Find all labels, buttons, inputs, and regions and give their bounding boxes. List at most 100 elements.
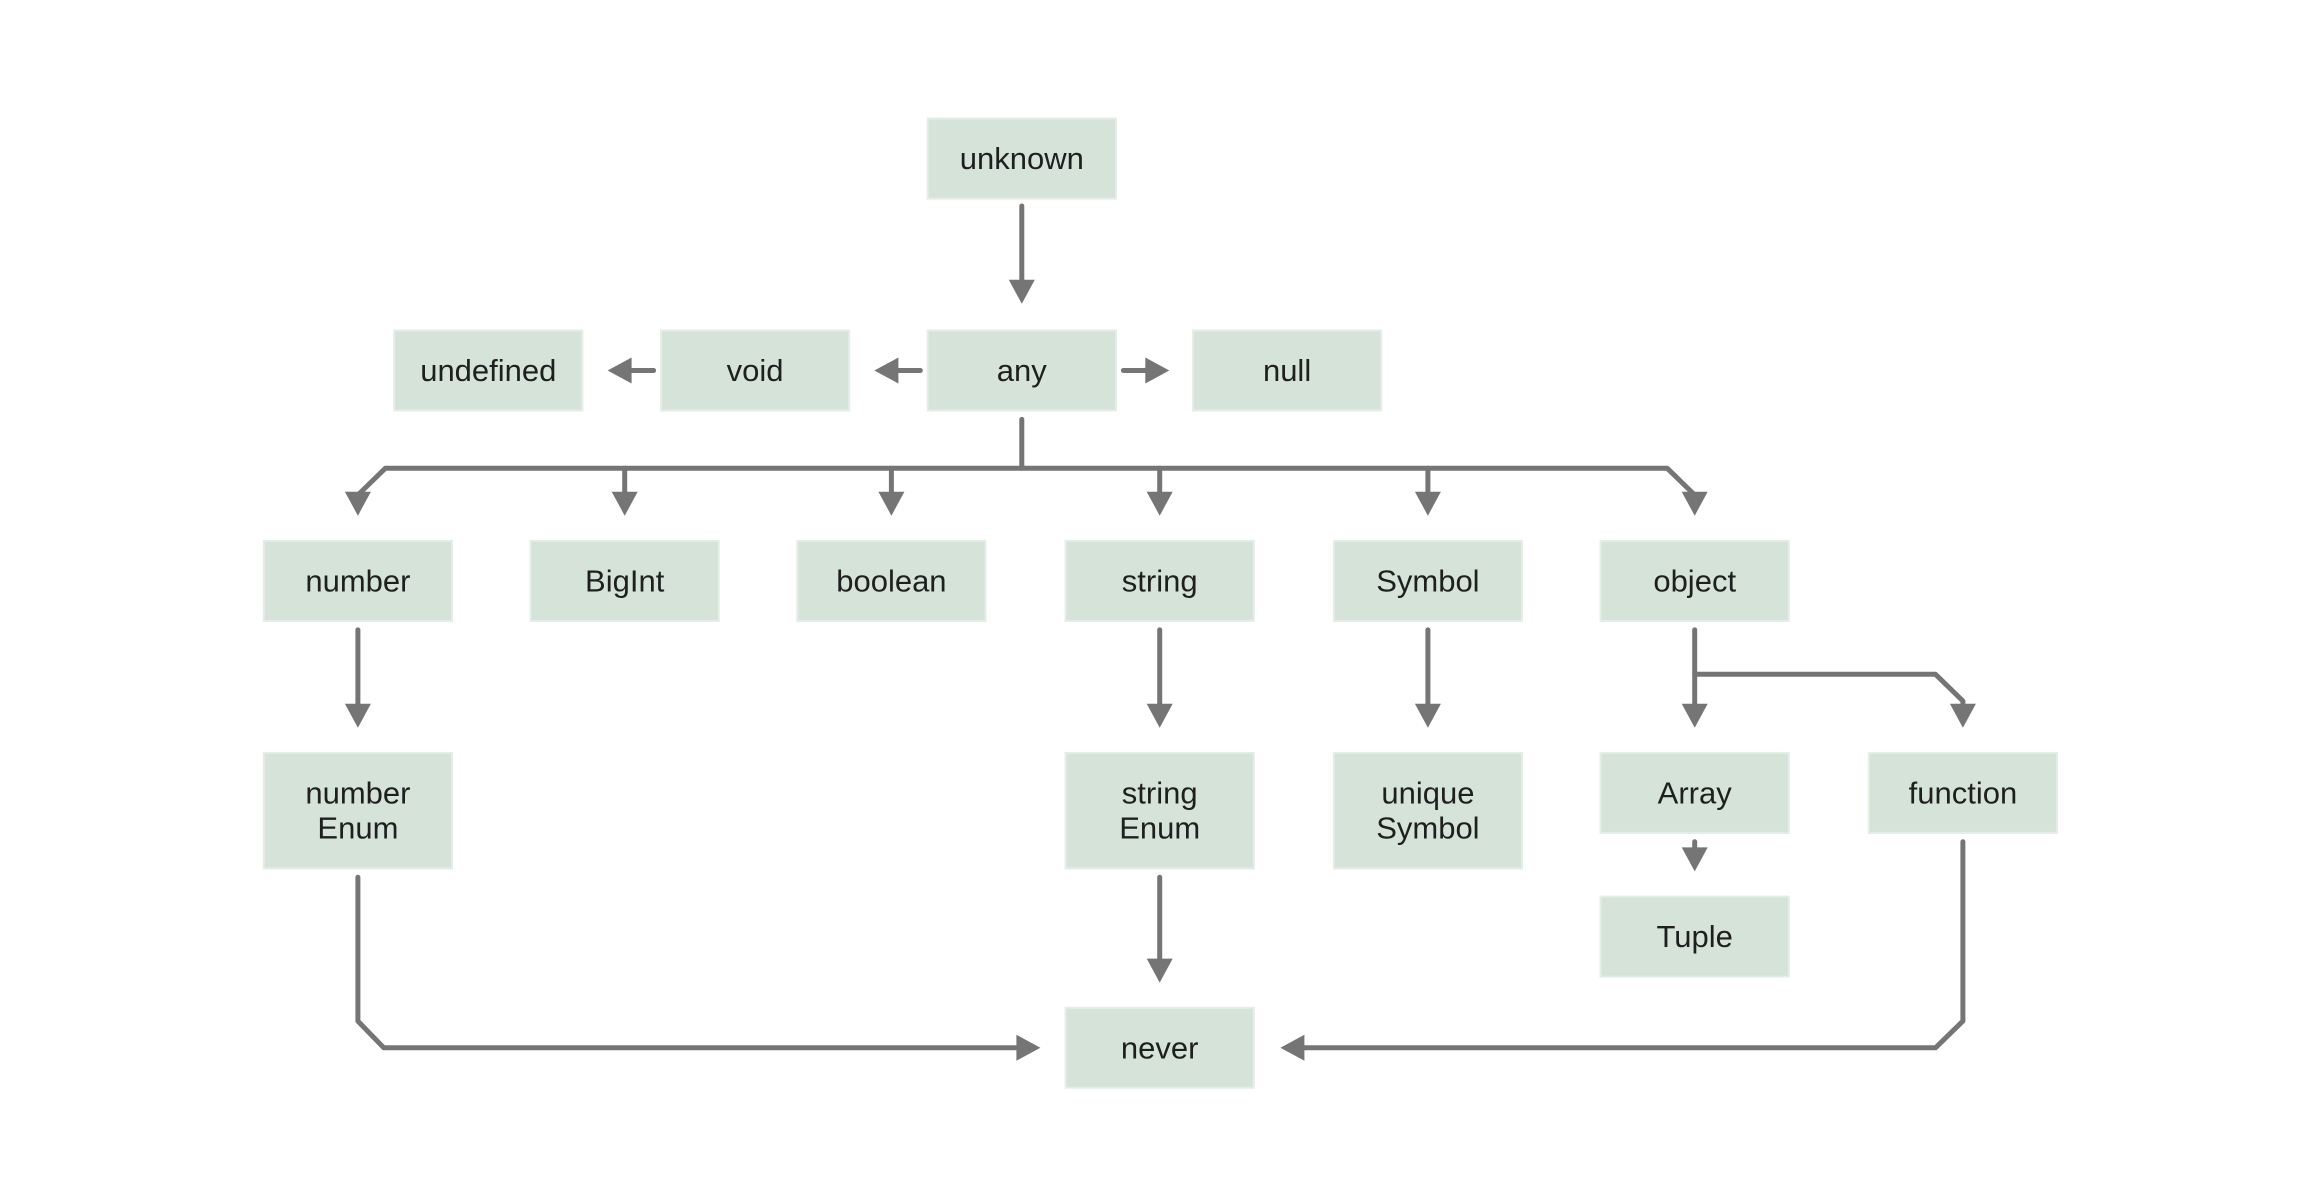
arrow-head <box>1146 703 1173 728</box>
node-box <box>1332 539 1524 622</box>
node-never: never <box>1064 1006 1255 1089</box>
node-box <box>1332 751 1524 870</box>
node-label: void <box>727 353 784 388</box>
nodes-layer: unknown any void undefined null number BigInt b… <box>262 117 2059 1089</box>
node-label: string <box>1122 776 1198 811</box>
node-label: function <box>1909 775 2018 810</box>
node-box <box>1192 329 1383 412</box>
edge-line <box>1297 839 1966 1051</box>
node-box <box>1064 751 1255 870</box>
arrow-head <box>874 357 899 384</box>
arrow-head <box>1414 491 1441 516</box>
node-label: unknown <box>960 141 1084 176</box>
node-unknown: unknown <box>926 117 1117 200</box>
node-undefined: undefined <box>393 329 584 412</box>
edge-symbol-to-unique-symbol <box>1414 627 1441 728</box>
arrow-head <box>611 491 638 516</box>
arrow-head <box>1145 357 1170 384</box>
edge-void-to-undefined <box>607 357 657 384</box>
node-box <box>1064 1006 1255 1089</box>
edge-string-to-string-enum <box>1146 627 1173 728</box>
node-string: string <box>1064 539 1255 622</box>
edge-function-to-never <box>1280 839 1966 1061</box>
edge-object-to-function <box>1692 671 1976 728</box>
node-box <box>660 329 851 412</box>
node-box <box>1867 751 2059 834</box>
node-label: string <box>1122 563 1198 598</box>
node-label: Tuple <box>1656 919 1732 954</box>
node-box <box>926 117 1117 200</box>
node-label: Symbol <box>1376 811 1479 846</box>
edge-any-to-object <box>1019 465 1708 516</box>
node-box <box>1064 539 1255 622</box>
node-box <box>262 751 453 870</box>
node-boolean: boolean <box>796 539 987 622</box>
node-box <box>1599 751 1790 834</box>
node-label: BigInt <box>585 563 665 598</box>
node-label: any <box>997 353 1047 388</box>
node-label: number <box>305 563 410 598</box>
node-box <box>1599 539 1790 622</box>
node-any: any <box>926 329 1117 412</box>
edge-any-to-string <box>1146 465 1173 516</box>
edge-object-to-array <box>1681 627 1708 728</box>
node-label: Array <box>1658 775 1733 810</box>
node-label: Enum <box>317 811 398 846</box>
node-label: undefined <box>420 353 556 388</box>
node-label: null <box>1263 353 1311 388</box>
edge-any-to-bigint <box>611 465 638 516</box>
node-label: object <box>1653 563 1736 598</box>
node-box <box>796 539 987 622</box>
arrow-head <box>607 357 632 384</box>
arrow-head <box>1146 958 1173 983</box>
arrow-head <box>344 491 371 516</box>
arrow-head <box>1681 847 1708 872</box>
node-label: Enum <box>1119 811 1200 846</box>
edge-any-to-boolean <box>878 465 905 516</box>
node-null: null <box>1192 329 1383 412</box>
edges-layer <box>344 203 1976 1061</box>
node-box <box>1599 895 1790 978</box>
node-label: number <box>305 776 410 811</box>
arrow-head <box>1280 1034 1305 1061</box>
edge-any-to-null <box>1120 357 1170 384</box>
node-object: object <box>1599 539 1790 622</box>
edge-number-to-number-enum <box>344 627 371 728</box>
node-void: void <box>660 329 851 412</box>
edge-any-to-number <box>344 416 1025 516</box>
arrow-head <box>1414 703 1441 728</box>
node-box <box>393 329 584 412</box>
edge-number-enum-to-never <box>355 874 1041 1061</box>
node-number: number <box>262 539 453 622</box>
node-function: function <box>1867 751 2059 834</box>
edge-string-enum-to-never <box>1146 874 1173 983</box>
node-label: boolean <box>836 563 946 598</box>
arrow-head <box>1146 491 1173 516</box>
arrow-head <box>1949 703 1976 728</box>
edge-any-to-void <box>874 357 923 384</box>
node-label: never <box>1121 1030 1199 1065</box>
node-symbol: Symbol <box>1332 539 1524 622</box>
edge-unknown-to-any <box>1008 203 1035 304</box>
arrow-head <box>1008 279 1035 304</box>
arrow-head <box>878 491 905 516</box>
node-label: Symbol <box>1376 563 1479 598</box>
node-bigint: BigInt <box>529 539 720 622</box>
edge-any-to-symbol <box>1414 465 1441 516</box>
node-tuple: Tuple <box>1599 895 1790 978</box>
node-array: Array <box>1599 751 1790 834</box>
node-box <box>529 539 720 622</box>
node-box <box>262 539 453 622</box>
arrow-head <box>1681 491 1708 516</box>
edge-line <box>355 874 1023 1051</box>
edge-array-to-tuple <box>1681 839 1708 872</box>
arrow-head <box>1681 703 1708 728</box>
node-box <box>926 329 1117 412</box>
arrow-head <box>344 703 371 728</box>
arrow-head <box>1016 1034 1041 1061</box>
node-label: unique <box>1381 776 1474 811</box>
